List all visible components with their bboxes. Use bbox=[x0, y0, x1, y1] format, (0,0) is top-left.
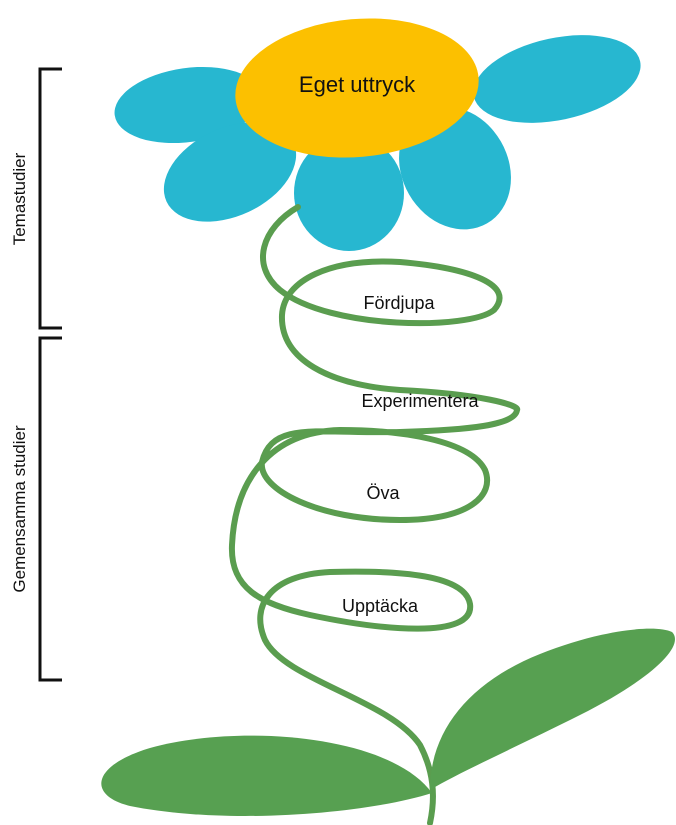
bracket-temastudier bbox=[38, 67, 62, 330]
stage-label-upptacka: Upptäcka bbox=[342, 596, 419, 616]
stage-label-experimentera: Experimentera bbox=[361, 391, 479, 411]
flower-center bbox=[235, 18, 479, 158]
stage-label-fordjupa: Fördjupa bbox=[363, 293, 435, 313]
petal-right bbox=[473, 35, 641, 123]
bracket-gemensamma-studier bbox=[38, 336, 62, 682]
stage-label-ova: Öva bbox=[366, 483, 400, 503]
leaf-left bbox=[101, 735, 433, 816]
flower-center-label: Eget uttryck bbox=[299, 72, 416, 97]
petal-left bbox=[114, 66, 262, 144]
petal-lower-left bbox=[163, 122, 297, 222]
spiral-stem bbox=[228, 204, 521, 825]
bracket-label-temastudier: Temastudier bbox=[10, 152, 29, 245]
bracket-label-gemensamma-studier: Gemensamma studier bbox=[10, 425, 29, 593]
leaf-right bbox=[430, 628, 675, 790]
petal-center bbox=[294, 135, 404, 251]
